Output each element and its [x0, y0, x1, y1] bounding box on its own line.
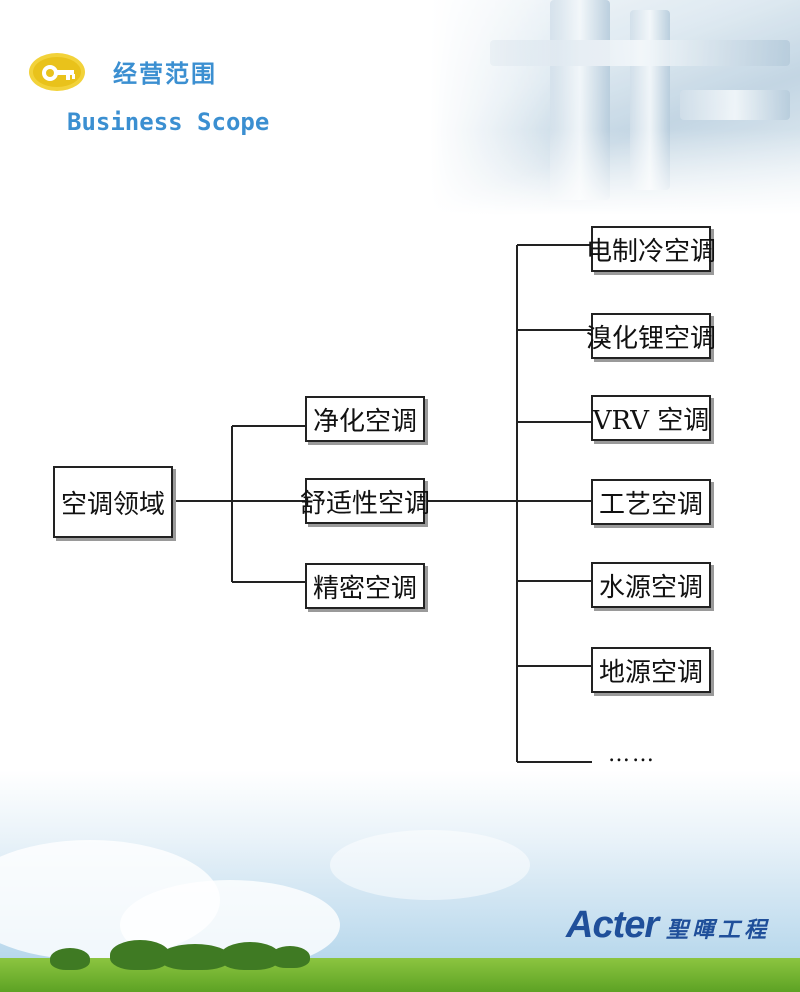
key-circle-icon [29, 53, 85, 91]
node-process-ac: 工艺空调 [591, 479, 711, 525]
more-ellipsis: …… [608, 742, 656, 767]
brand-name-en: Acter [566, 904, 659, 946]
node-precision-ac: 精密空调 [305, 563, 425, 609]
brand-name-cn: 聖暉工程 [666, 917, 771, 943]
node-water-source-ac: 水源空调 [591, 562, 711, 608]
node-ground-source-ac: 地源空调 [591, 647, 711, 693]
header-background-image [430, 0, 800, 215]
node-clean-room-ac: 净化空调 [305, 396, 425, 442]
node-lithium-bromide-ac: 溴化锂空调 [586, 313, 716, 359]
node-comfort-ac: 舒适性空调 [300, 478, 430, 524]
page-subtitle: Business Scope [67, 108, 270, 136]
node-electric-chiller-ac: 电制冷空调 [586, 226, 716, 272]
node-vrv-ac: VRV 空调 [591, 395, 711, 441]
brand-logo: Acter 聖暉工程 [566, 904, 770, 947]
page-title: 经营范围 [113, 60, 217, 88]
node-root: 空调领域 [53, 466, 173, 538]
